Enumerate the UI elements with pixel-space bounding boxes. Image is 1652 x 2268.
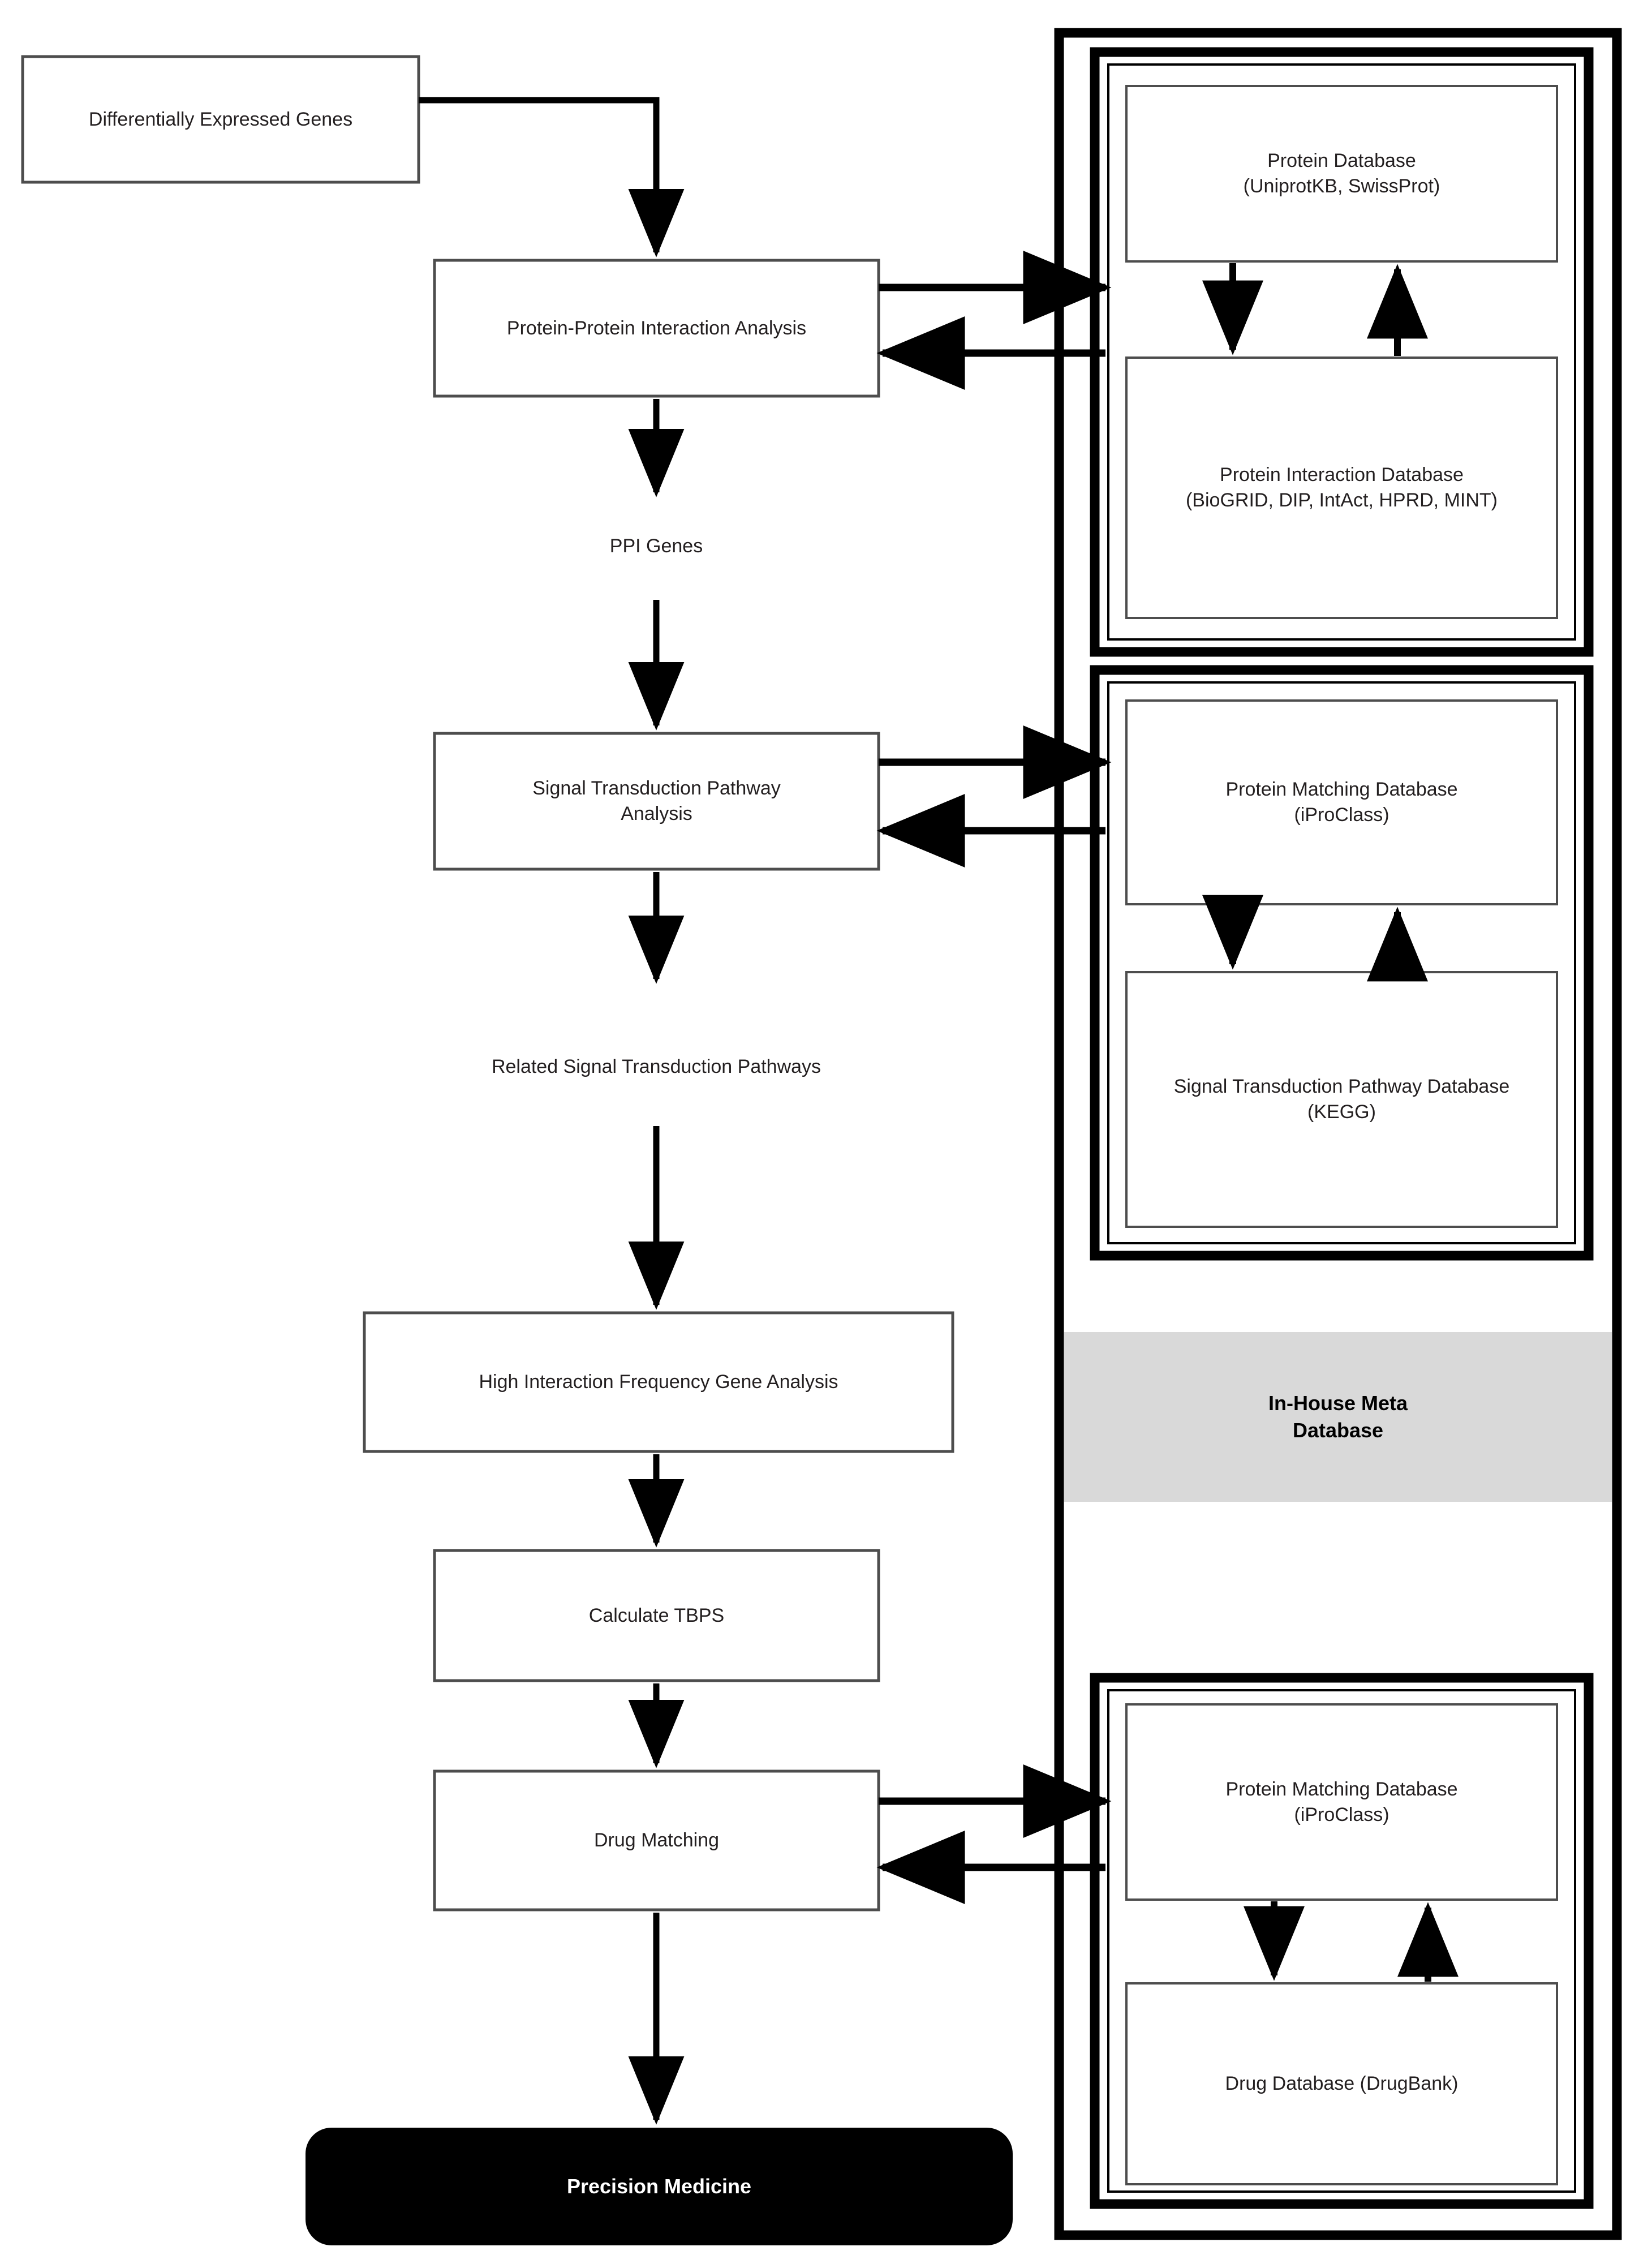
- ppi-box: [433, 259, 880, 398]
- protein-matching-db-1-box: [1125, 699, 1558, 905]
- meta-database-container: [1054, 28, 1622, 2240]
- hifga-box: [363, 1311, 954, 1453]
- group-pathway-outer: [1090, 665, 1594, 1261]
- pathway-db-box: [1125, 971, 1558, 1228]
- precision-medicine-box: [306, 2128, 1013, 2245]
- deg-box: [21, 55, 420, 184]
- protein-db-box: [1125, 85, 1558, 263]
- group-drug-inner: [1107, 1689, 1576, 2193]
- drug-db-box: [1125, 1982, 1558, 2185]
- meta-database-band: [1064, 1332, 1612, 1502]
- connector-deg-to-ppi: [419, 97, 685, 257]
- protein-interaction-db-box: [1125, 356, 1558, 619]
- group-pathway-inner: [1107, 681, 1576, 1244]
- drug-box: [433, 1769, 880, 1912]
- group-ppi-inner: [1107, 63, 1576, 641]
- stpa-box: [433, 732, 880, 871]
- group-drug-outer: [1090, 1673, 1594, 2209]
- tbps-box: [433, 1549, 880, 1682]
- protein-matching-db-2-box: [1125, 1703, 1558, 1901]
